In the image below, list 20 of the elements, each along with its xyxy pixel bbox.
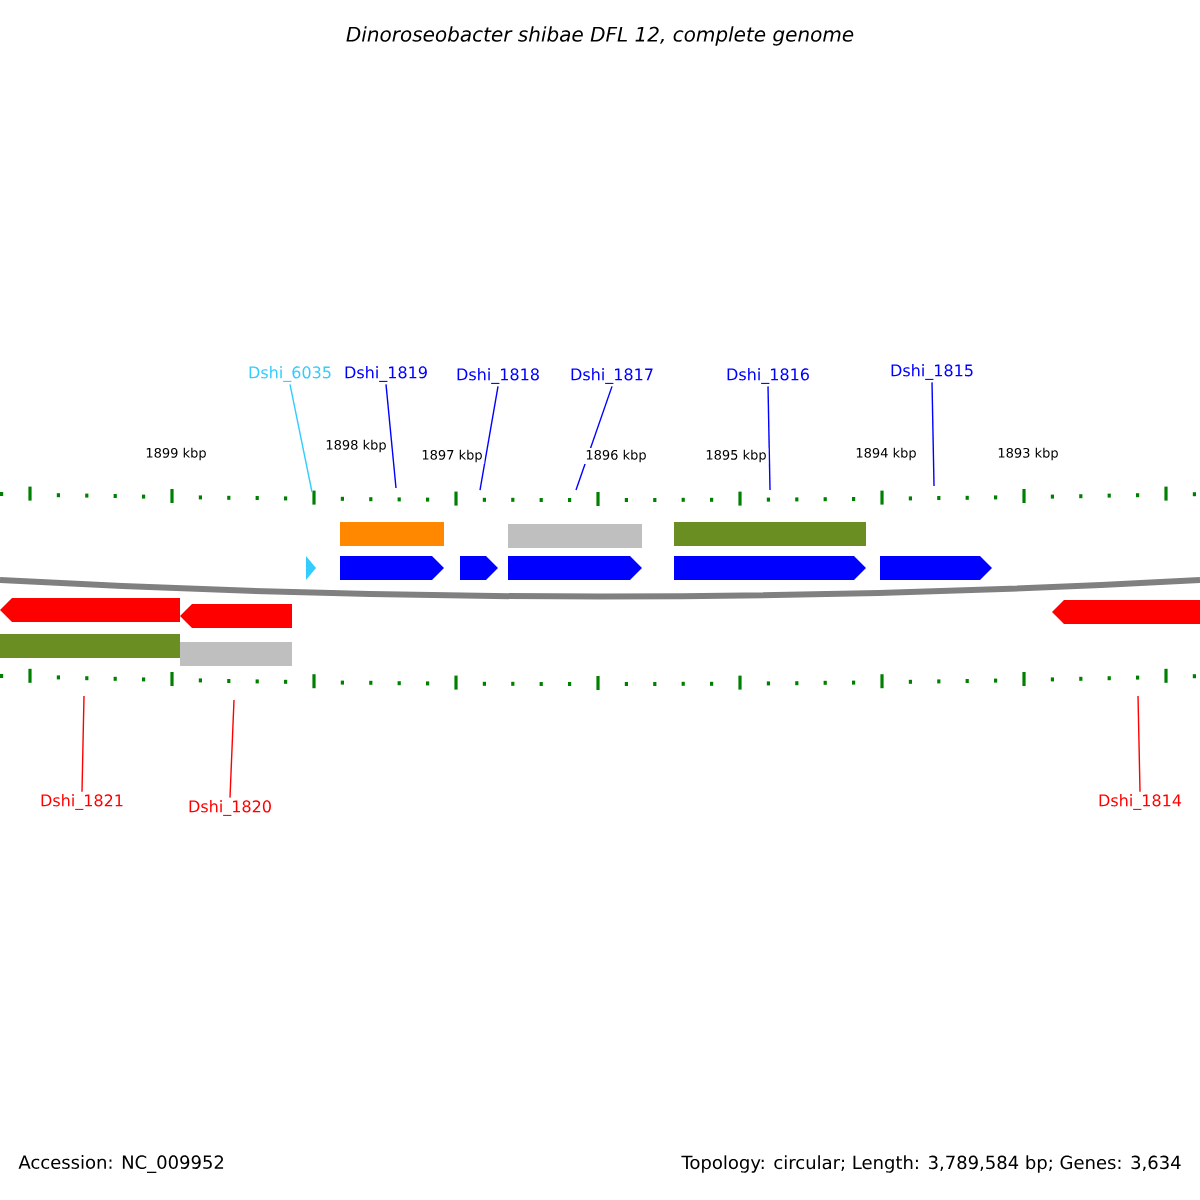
leader-line: [767, 385, 771, 491]
gene-label: Dshi_1815: [891, 364, 973, 380]
gene-label: Dshi_1817: [571, 368, 653, 384]
leader-line: [385, 383, 397, 489]
gene-label: Dshi_6035: [249, 366, 331, 382]
leader-line: [229, 699, 235, 799]
leader-line: [1137, 695, 1141, 793]
accession-text: Accession: NC_009952: [18, 1155, 224, 1173]
gene-label: Dshi_1821: [41, 794, 123, 810]
title: Dinoroseobacter shibae DFL 12, complete genome: [346, 26, 854, 46]
gene-label: Dshi_1814: [1099, 794, 1182, 810]
leader-line: [289, 383, 313, 493]
leader-line: [931, 381, 935, 487]
leader-line: [479, 385, 499, 491]
gene-label: Dshi_1816: [727, 368, 809, 384]
gene-label: Dshi_1818: [457, 368, 539, 384]
gene-label: Dshi_1820: [189, 800, 271, 816]
genome-info-text: Topology: circular; Length: 3,789,584 bp; Genes: 3,634: [681, 1155, 1181, 1173]
gene-label: Dshi_1819: [345, 366, 427, 382]
leader-line: [81, 695, 85, 793]
